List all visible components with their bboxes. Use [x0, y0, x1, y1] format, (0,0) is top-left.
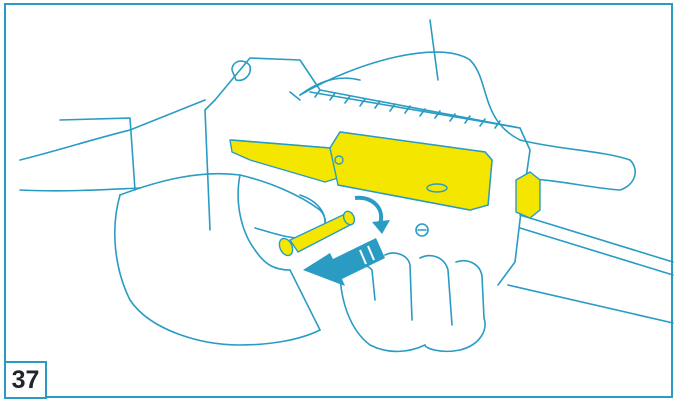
trigger-pin — [277, 210, 357, 258]
left-hand — [115, 174, 325, 345]
step-number: 37 — [12, 366, 40, 395]
stock — [20, 100, 205, 191]
barrel — [508, 215, 673, 323]
curved-arrow-icon — [355, 198, 390, 234]
step-number-badge: 37 — [4, 361, 47, 399]
end-cap — [516, 172, 540, 218]
